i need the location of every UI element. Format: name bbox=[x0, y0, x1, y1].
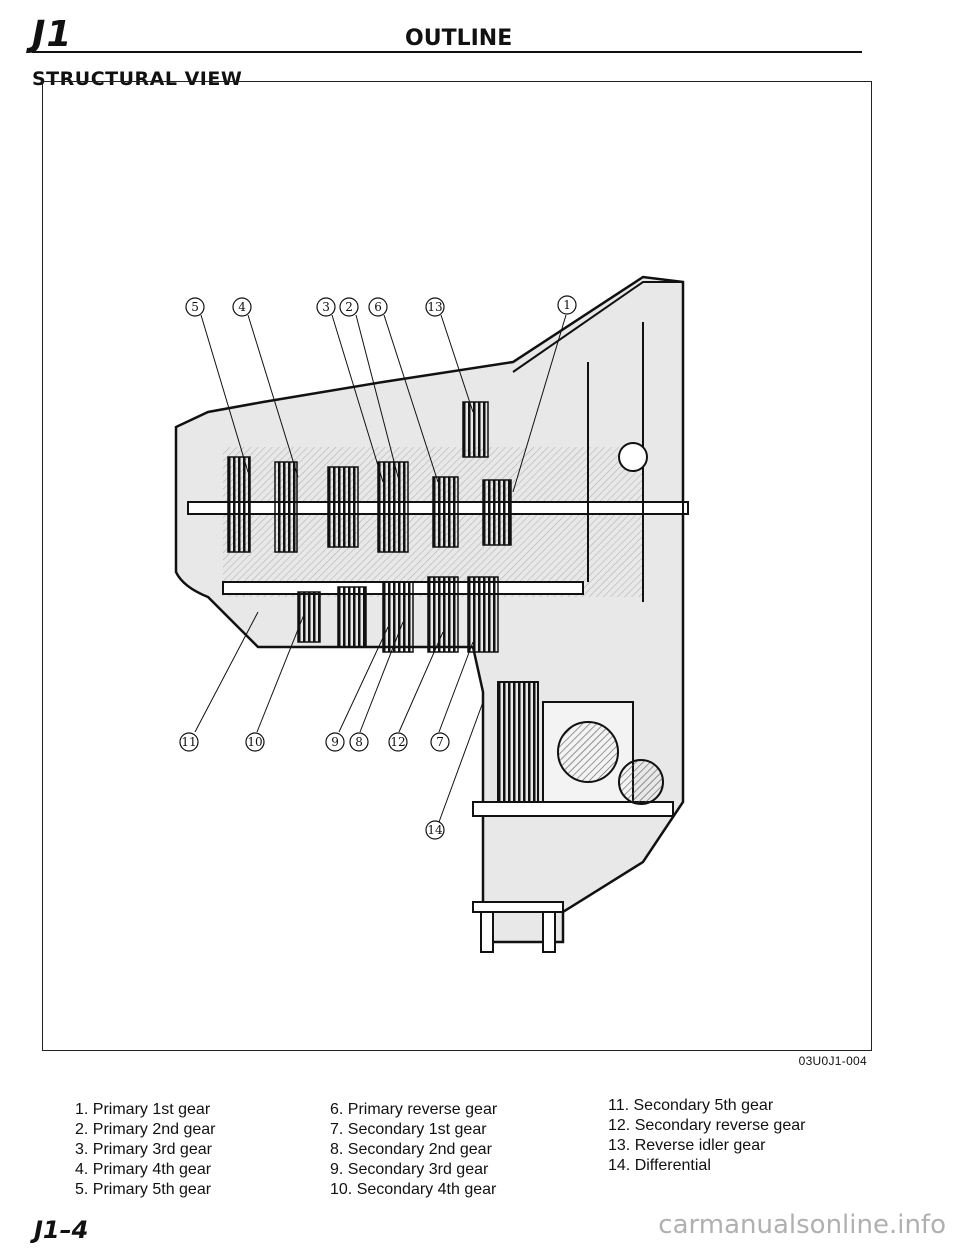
structural-view-figure: 5 4 3 2 6 13 1 11 10 9 8 12 7 14 03U0J1-… bbox=[42, 81, 872, 1068]
callout-12: 12 bbox=[390, 735, 405, 749]
legend-column-1: 1. Primary 1st gear 2. Primary 2nd gear … bbox=[75, 1100, 216, 1200]
legend-column-3: 11. Secondary 5th gear 12. Secondary rev… bbox=[608, 1096, 805, 1176]
callout-5: 5 bbox=[191, 300, 199, 314]
callout-8: 8 bbox=[355, 735, 363, 749]
callout-4: 4 bbox=[238, 300, 246, 314]
legend-item: 5. Primary 5th gear bbox=[75, 1181, 212, 1198]
callout-7: 7 bbox=[436, 735, 444, 749]
legend-item: 12. Secondary reverse gear bbox=[608, 1117, 806, 1134]
legend-item: 8. Secondary 2nd gear bbox=[330, 1141, 492, 1158]
legend-item: 13. Reverse idler gear bbox=[608, 1137, 766, 1154]
mounting-bracket bbox=[472, 901, 564, 953]
legend-item: 10. Secondary 4th gear bbox=[330, 1181, 497, 1198]
callout-1: 1 bbox=[563, 298, 571, 312]
page-number: J1–4 bbox=[34, 1216, 89, 1244]
callout-10: 10 bbox=[247, 735, 262, 749]
section-title: OUTLINE bbox=[405, 26, 513, 51]
legend-item: 1. Primary 1st gear bbox=[75, 1101, 211, 1118]
page-code: J1 bbox=[32, 14, 73, 55]
callout-markers: 5 4 3 2 6 13 1 11 10 9 8 12 7 14 bbox=[179, 295, 577, 840]
reverse-idler-gear bbox=[462, 401, 489, 458]
legend-item: 2. Primary 2nd gear bbox=[75, 1121, 216, 1138]
legend-item: 14. Differential bbox=[608, 1157, 711, 1174]
subsection-title: STRUCTURAL VIEW bbox=[32, 68, 243, 90]
legend-item: 9. Secondary 3rd gear bbox=[330, 1161, 489, 1178]
secondary-gear-set bbox=[297, 576, 499, 653]
legend-item: 4. Primary 4th gear bbox=[75, 1161, 212, 1178]
differential bbox=[472, 681, 674, 817]
legend-item: 11. Secondary 5th gear bbox=[608, 1097, 774, 1114]
legend-item: 7. Secondary 1st gear bbox=[330, 1121, 487, 1138]
callout-6: 6 bbox=[374, 300, 382, 314]
transaxle-cutaway-drawing: 5 4 3 2 6 13 1 11 10 9 8 12 7 14 bbox=[174, 275, 689, 953]
callout-leaders bbox=[194, 314, 567, 823]
callout-9: 9 bbox=[331, 735, 339, 749]
callout-14: 14 bbox=[427, 823, 443, 837]
callout-11: 11 bbox=[181, 735, 196, 749]
watermark: carmanualsonline.info bbox=[658, 1210, 946, 1240]
legend-item: 3. Primary 3rd gear bbox=[75, 1141, 212, 1158]
callout-2: 2 bbox=[345, 300, 353, 314]
primary-gear-set bbox=[227, 456, 512, 553]
callout-3: 3 bbox=[322, 300, 330, 314]
header-rule bbox=[32, 51, 862, 53]
clutch-housing bbox=[512, 281, 684, 642]
legend-item: 6. Primary reverse gear bbox=[330, 1101, 498, 1118]
legend-column-2: 6. Primary reverse gear 7. Secondary 1st… bbox=[330, 1100, 497, 1200]
figure-code: 03U0J1-004 bbox=[798, 1054, 867, 1068]
callout-13: 13 bbox=[427, 300, 442, 314]
